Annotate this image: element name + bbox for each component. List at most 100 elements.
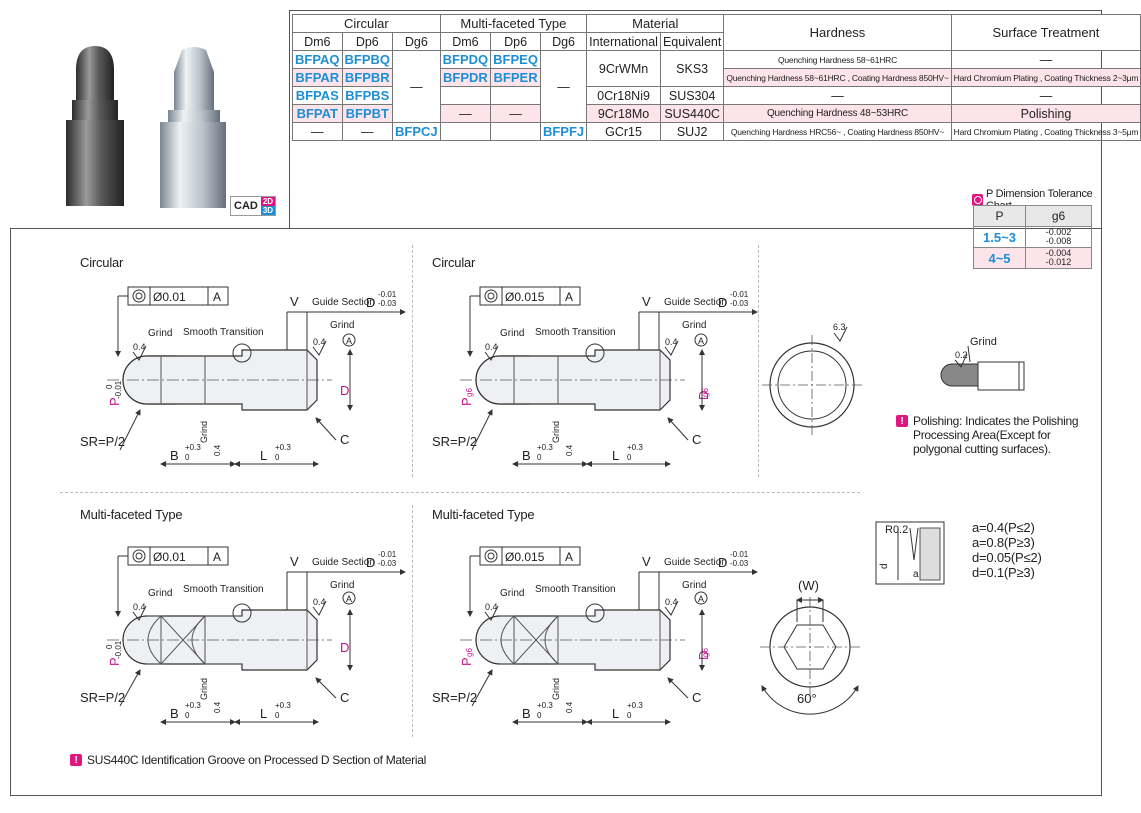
part-code[interactable]: BFPDQ <box>439 50 492 69</box>
tol-p: 4~5 <box>973 247 1026 269</box>
svg-text:Grind: Grind <box>148 588 172 599</box>
tol-value: -0.004-0.012 <box>1025 247 1092 269</box>
sub-header: International <box>586 32 661 51</box>
svg-text:Grind: Grind <box>682 580 706 591</box>
svg-text:+0.3: +0.3 <box>627 443 643 452</box>
svg-text:Smooth Transition: Smooth Transition <box>535 584 616 595</box>
svg-text:P: P <box>107 657 122 666</box>
svg-text:Grind: Grind <box>330 320 354 331</box>
spec-table: Circular Multi-faceted Type Material Har… <box>292 14 1141 141</box>
svg-text:g6: g6 <box>701 388 710 397</box>
svg-text:SR=P/2: SR=P/2 <box>80 690 125 705</box>
svg-text:A: A <box>698 336 704 346</box>
svg-text:Grind: Grind <box>199 421 209 443</box>
divider-v <box>412 505 413 737</box>
tolerance-table: P g6 1.5~3 -0.002-0.008 4~5 -0.004-0.012 <box>973 205 1092 269</box>
groove-detail: R0.2 d a <box>875 521 945 585</box>
sus-note-text: SUS440C Identification Groove on Process… <box>87 753 426 767</box>
material-eq: SUJ2 <box>659 122 725 141</box>
technical-drawings: Ø0.01 A Ø0.015 A Ø0.01 A Ø0.015 A V Guid… <box>80 286 1025 725</box>
svg-text:0.4: 0.4 <box>213 701 222 713</box>
svg-text:R0.2: R0.2 <box>885 524 908 536</box>
svg-text:Grind: Grind <box>330 580 354 591</box>
svg-text:B: B <box>170 706 179 721</box>
polish-detail: Grind 0.2 <box>940 336 1025 391</box>
sub-header: Dm6 <box>439 32 492 51</box>
svg-text:D: D <box>340 640 349 655</box>
svg-text:L: L <box>612 448 619 463</box>
svg-text:(W): (W) <box>798 578 819 593</box>
dash-cell: — <box>341 122 394 141</box>
svg-text:Guide Section: Guide Section <box>312 297 375 308</box>
product-photo <box>10 10 290 228</box>
svg-text:SR=P/2: SR=P/2 <box>432 434 477 449</box>
svg-text:V: V <box>290 294 299 309</box>
svg-text:L: L <box>260 706 267 721</box>
svg-text:0.4: 0.4 <box>313 597 326 607</box>
concentricity-value: Ø0.015 <box>505 550 545 564</box>
svg-text:-0.03: -0.03 <box>730 299 749 308</box>
svg-text:0.4: 0.4 <box>485 602 498 612</box>
svg-text:D: D <box>718 555 727 570</box>
part-code[interactable]: BFPBR <box>341 68 394 87</box>
svg-text:0.4: 0.4 <box>313 337 326 347</box>
svg-text:Smooth Transition: Smooth Transition <box>183 584 264 595</box>
hardness: Quenching Hardness 48~53HRC <box>723 104 952 123</box>
svg-text:D: D <box>366 295 375 310</box>
polish-note: ! Polishing: Indicates the Polishing Pro… <box>896 414 1082 456</box>
svg-text:-0.03: -0.03 <box>378 559 397 568</box>
svg-text:Grind: Grind <box>148 328 172 339</box>
svg-text:D: D <box>366 555 375 570</box>
svg-text:Grind: Grind <box>500 588 524 599</box>
svg-text:g6: g6 <box>701 648 710 657</box>
svg-text:-0.03: -0.03 <box>730 559 749 568</box>
part-code[interactable]: BFPBT <box>341 104 394 123</box>
part-code[interactable]: BFPER <box>490 68 541 87</box>
svg-text:0: 0 <box>627 711 632 720</box>
svg-text:L: L <box>612 706 619 721</box>
sub-header: Equivalent <box>659 32 725 51</box>
svg-text:0: 0 <box>185 453 190 462</box>
part-code[interactable]: BFPDR <box>439 68 492 87</box>
product-image <box>66 46 226 208</box>
part-code[interactable]: BFPAR <box>292 68 343 87</box>
dash-cell: — <box>490 104 541 123</box>
svg-text:C: C <box>340 432 349 447</box>
svg-text:0: 0 <box>537 711 542 720</box>
svg-text:+0.3: +0.3 <box>537 443 553 452</box>
cad-3d-label: 3D <box>260 206 276 215</box>
part-code[interactable]: BFPFJ <box>539 122 588 141</box>
svg-text:L: L <box>260 448 267 463</box>
part-code[interactable]: BFPAQ <box>292 50 343 69</box>
dash-cell: — <box>439 104 492 123</box>
svg-text:Guide Section: Guide Section <box>664 297 727 308</box>
groove-params: a=0.4(P≤2) a=0.8(P≥3) d=0.05(P≤2) d=0.1(… <box>972 520 1042 580</box>
warning-icon: ! <box>896 415 908 427</box>
svg-text:+0.3: +0.3 <box>185 443 201 452</box>
svg-text:-0.01: -0.01 <box>114 380 123 399</box>
polish-note-text: Polishing: Indicates the Polishing Proce… <box>913 414 1079 456</box>
svg-text:SR=P/2: SR=P/2 <box>80 434 125 449</box>
svg-text:-0.01: -0.01 <box>114 640 123 659</box>
svg-text:0.4: 0.4 <box>665 597 678 607</box>
svg-text:0: 0 <box>105 384 114 389</box>
svg-text:6.3: 6.3 <box>833 322 846 332</box>
divider-v <box>758 245 759 477</box>
svg-text:+0.3: +0.3 <box>275 701 291 710</box>
part-code[interactable]: BFPEQ <box>490 50 541 69</box>
svg-text:Grind: Grind <box>199 678 209 700</box>
label-multi-2: Multi-faceted Type <box>432 507 535 522</box>
svg-text:-0.01: -0.01 <box>378 550 397 559</box>
svg-text:+0.3: +0.3 <box>627 701 643 710</box>
part-code[interactable]: BFPCJ <box>392 122 441 141</box>
end-view-multi: (W) 60° <box>760 578 860 715</box>
groove-param: a=0.4(P≤2) <box>972 520 1035 535</box>
part-code[interactable]: BFPAT <box>292 104 343 123</box>
label-multi-1: Multi-faceted Type <box>80 507 183 522</box>
circle-mark-icon <box>972 194 984 206</box>
svg-text:C: C <box>692 432 701 447</box>
dim-labels-2: V Guide Section D -0.01 -0.03 Grind Smoo… <box>432 290 758 467</box>
svg-text:Guide Section: Guide Section <box>312 557 375 568</box>
header-hardness: Hardness <box>723 14 952 51</box>
